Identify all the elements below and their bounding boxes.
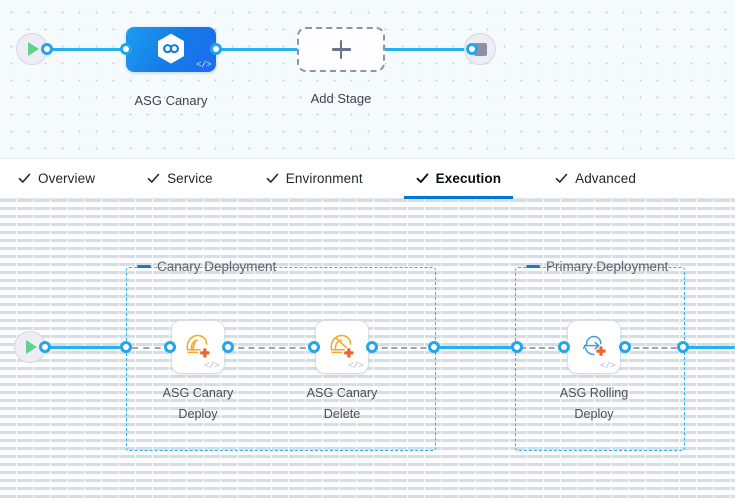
stage-node-asg-canary[interactable]: </> <box>126 27 216 72</box>
connector-rolling-exit <box>624 347 686 349</box>
step-deploy-output-port[interactable] <box>222 341 234 353</box>
tab-execution-label: Execution <box>435 171 502 186</box>
step-group-primary-deployment-header[interactable]: Primary Deployment <box>524 259 670 274</box>
step-group-canary-deployment[interactable]: Canary Deployment <box>126 259 436 451</box>
step-delete-code-badge[interactable]: </> <box>348 361 363 371</box>
connector-group1-to-group2 <box>434 346 522 349</box>
step-label-line1: ASG Rolling <box>559 386 629 400</box>
stage-code-badge[interactable]: </> <box>196 60 211 70</box>
tab-overview-label: Overview <box>38 171 96 186</box>
tab-overview[interactable]: Overview <box>16 158 97 199</box>
stage-start-port[interactable] <box>41 43 53 55</box>
tab-environment[interactable]: Environment <box>264 158 365 199</box>
check-icon <box>416 173 429 183</box>
step-group-primary-deployment-label: Primary Deployment <box>546 259 669 274</box>
group2-boundary-port-left[interactable] <box>511 341 523 353</box>
tab-advanced-label: Advanced <box>575 171 636 186</box>
tab-execution[interactable]: Execution <box>403 158 514 199</box>
play-icon <box>26 340 37 354</box>
connector-stage-to-addstage <box>212 48 304 51</box>
step-node-asg-rolling-deploy[interactable]: </> <box>568 321 620 373</box>
step-deploy-code-badge[interactable]: </> <box>204 361 219 371</box>
check-icon <box>266 173 279 183</box>
step-rolling-input-port[interactable] <box>558 341 570 353</box>
step-label-line2: Delete <box>323 407 361 421</box>
connector-group2-to-next <box>683 346 735 349</box>
step-group-primary-deployment[interactable]: Primary Deployment <box>515 259 685 451</box>
plus-icon <box>331 40 351 59</box>
connector-start-to-stage <box>42 48 134 51</box>
step-group-canary-deployment-label: Canary Deployment <box>157 259 277 274</box>
collapse-dash-icon[interactable] <box>137 265 151 268</box>
step-group-canary-deployment-header[interactable]: Canary Deployment <box>135 259 278 274</box>
connector-start-to-group1 <box>42 346 132 349</box>
step-deploy-input-port[interactable] <box>164 341 176 353</box>
collapse-dash-icon[interactable] <box>526 265 540 268</box>
step-node-asg-canary-deploy[interactable]: </> <box>172 321 224 373</box>
step-node-asg-canary-deploy-label: ASG Canary Deploy <box>133 383 263 425</box>
asg-canary-deploy-icon <box>186 334 210 358</box>
step-label-line1: ASG Canary <box>162 386 234 400</box>
group1-boundary-port-left[interactable] <box>120 341 132 353</box>
step-node-asg-canary-delete-label: ASG Canary Delete <box>277 383 407 425</box>
connector-delete-exit <box>372 347 436 349</box>
play-icon <box>28 42 39 56</box>
step-label-line2: Deploy <box>574 407 614 421</box>
tab-service[interactable]: Service <box>145 158 215 199</box>
step-delete-input-port[interactable] <box>308 341 320 353</box>
connector-group1-entry <box>132 347 172 349</box>
group2-boundary-port-right[interactable] <box>677 341 689 353</box>
step-rolling-output-port[interactable] <box>619 341 631 353</box>
tab-advanced[interactable]: Advanced <box>553 158 638 199</box>
execution-start-port[interactable] <box>39 341 51 353</box>
step-rolling-code-badge[interactable]: </> <box>600 361 615 371</box>
tab-service-label: Service <box>167 171 213 186</box>
step-node-asg-canary-delete[interactable]: </> <box>316 321 368 373</box>
asg-canary-delete-icon <box>330 334 354 358</box>
asg-rolling-deploy-icon <box>582 335 606 356</box>
stage-end-port[interactable] <box>466 43 478 55</box>
step-delete-output-port[interactable] <box>366 341 378 353</box>
connector-deploy-to-delete <box>228 347 316 349</box>
group1-boundary-port-right[interactable] <box>428 341 440 353</box>
execution-canvas[interactable]: Canary Deployment Primary Deployment <box>0 199 735 501</box>
check-icon <box>555 173 568 183</box>
tab-environment-label: Environment <box>285 171 363 186</box>
stage-start-node[interactable] <box>16 33 48 65</box>
stage-config-tab-bar[interactable]: Overview Service Environment Execution A… <box>0 158 735 199</box>
harness-cd-hexagon-infinity-icon <box>158 33 184 64</box>
stage-node-output-port[interactable] <box>210 43 222 55</box>
step-label-line1: ASG Canary <box>306 386 378 400</box>
stage-node-label: ASG Canary <box>134 93 208 108</box>
step-label-line2: Deploy <box>178 407 218 421</box>
connector-group2-entry <box>520 347 564 349</box>
step-node-asg-rolling-deploy-label: ASG Rolling Deploy <box>529 383 659 425</box>
check-icon <box>147 173 160 183</box>
stage-node-input-port[interactable] <box>120 43 132 55</box>
add-stage-button[interactable] <box>297 27 385 72</box>
connector-addstage-to-end <box>381 48 475 51</box>
stage-canvas[interactable]: </> ASG Canary Add Stage <box>0 0 735 158</box>
check-icon <box>18 173 31 183</box>
add-stage-label: Add Stage <box>310 91 372 106</box>
